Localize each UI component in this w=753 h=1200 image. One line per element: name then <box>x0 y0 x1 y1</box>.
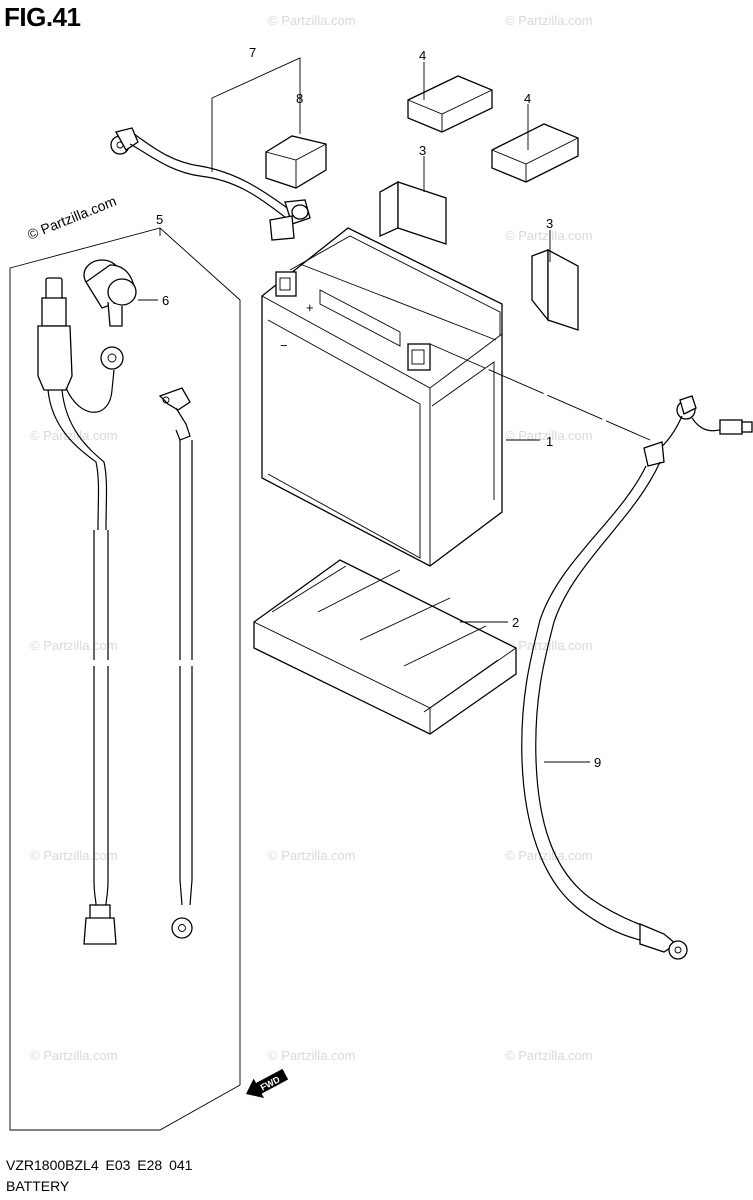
watermark: © Partzilla.com <box>30 638 118 653</box>
part-1-battery: − + <box>261 227 503 567</box>
callout-1: 1 <box>546 434 553 449</box>
watermark: © Partzilla.com <box>505 848 593 863</box>
callout-9: 9 <box>594 755 601 770</box>
watermark: © Partzilla.com <box>30 1048 118 1063</box>
part-5-harness <box>37 277 124 945</box>
watermark: © Partzilla.com <box>268 848 356 863</box>
watermark: © Partzilla.com <box>505 638 593 653</box>
watermark: © Partzilla.com <box>505 13 593 28</box>
svg-text:−: − <box>280 338 288 353</box>
svg-text:+: + <box>306 300 314 315</box>
leader-lines <box>159 62 590 763</box>
callout-7: 7 <box>249 45 256 60</box>
watermark: © Partzilla.com <box>505 228 593 243</box>
part-8-cover <box>265 135 327 189</box>
callout-4: 4 <box>419 48 426 63</box>
kit-ground-cable <box>158 387 193 939</box>
part-6-terminal-cap <box>83 259 158 327</box>
callout-4: 4 <box>524 91 531 106</box>
part-4-pad-b <box>491 123 579 183</box>
part-3-spacer-b <box>531 248 579 331</box>
callout-8: 8 <box>296 91 303 106</box>
part-9-battery-cable <box>521 395 753 960</box>
watermark: © Partzilla.com <box>505 428 593 443</box>
watermark: © Partzilla.com <box>30 848 118 863</box>
part-7-battery-cable <box>110 127 311 241</box>
part-3-spacer-a <box>379 180 447 245</box>
watermark: © Partzilla.com <box>268 13 356 28</box>
part-4-pad-a <box>407 75 493 133</box>
watermark-prominent: © Partzilla.com <box>25 193 118 243</box>
model-code: VZR1800BZL4 E03 E28 041 <box>6 1157 193 1173</box>
callout-2: 2 <box>512 615 519 630</box>
fwd-arrow-icon: FWD <box>246 1068 289 1099</box>
callout-5: 5 <box>156 212 163 227</box>
callout-3: 3 <box>546 216 553 231</box>
watermark: © Partzilla.com <box>268 1048 356 1063</box>
leader-7-8 <box>211 57 301 134</box>
callout-6: 6 <box>162 293 169 308</box>
watermark: © Partzilla.com <box>30 428 118 443</box>
figure-title: FIG.41 <box>4 2 81 32</box>
diagram-caption: BATTERY <box>6 1178 70 1194</box>
battery-to-cable-line <box>429 343 651 441</box>
part-2-battery-tray <box>253 559 517 735</box>
callout-3: 3 <box>419 143 426 158</box>
watermark: © Partzilla.com <box>505 1048 593 1063</box>
